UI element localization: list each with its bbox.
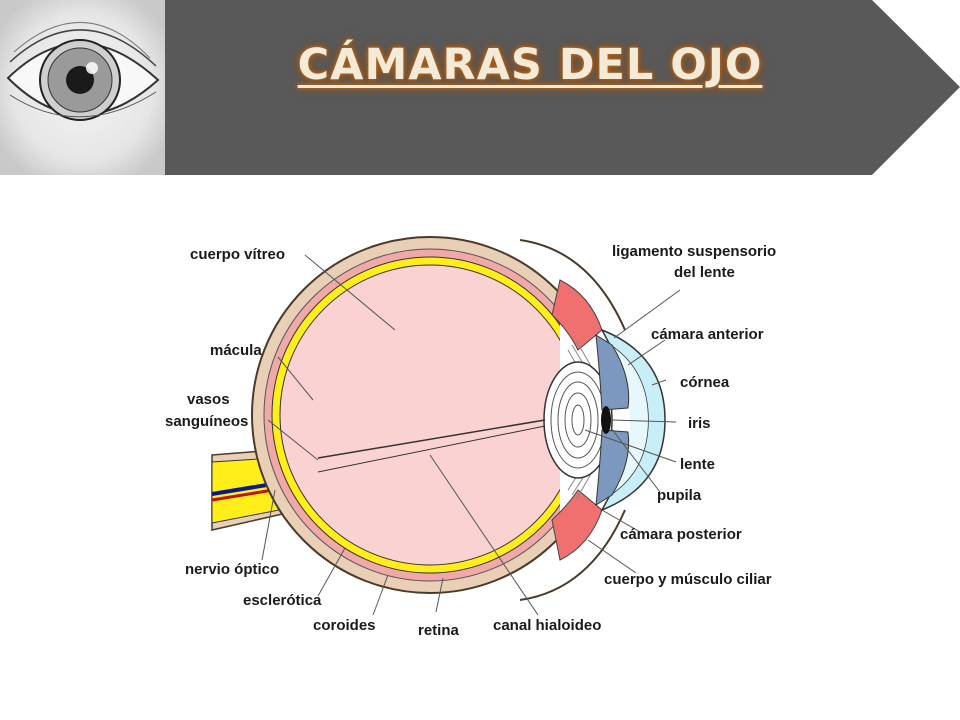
- label-lente: lente: [680, 456, 715, 473]
- label-cuerpo-musculo-ciliar: cuerpo y músculo ciliar: [604, 571, 772, 588]
- hyaloid-canal: [317, 419, 546, 459]
- label-camara-posterior: cámara posterior: [620, 526, 742, 543]
- label-ligamento-suspensorio: ligamento suspensorio: [612, 243, 776, 260]
- label-canal-hialoideo: canal hialoideo: [493, 617, 601, 634]
- diagram-labels: cuerpo vítreo mácula vasos sanguíneos ne…: [165, 243, 776, 639]
- anterior-chamber: [610, 345, 648, 495]
- leader-lines: [261, 254, 681, 616]
- label-sanguineos: sanguíneos: [165, 413, 248, 430]
- iris: [595, 334, 630, 506]
- pupil: [601, 406, 611, 434]
- eye-anatomy-diagram: cuerpo vítreo mácula vasos sanguíneos ne…: [165, 236, 776, 639]
- label-cornea: córnea: [680, 374, 730, 391]
- eyeball: [251, 236, 609, 594]
- label-esclerotica: esclerótica: [243, 592, 322, 609]
- eye-thumbnail-image: [0, 0, 165, 175]
- label-cuerpo-vitreo: cuerpo vítreo: [190, 246, 285, 263]
- label-macula: mácula: [210, 342, 262, 359]
- label-retina: retina: [418, 622, 460, 639]
- header-banner: [0, 0, 960, 175]
- ciliary-body-upper: [551, 279, 603, 351]
- label-vasos: vasos: [187, 391, 230, 408]
- label-coroides: coroides: [313, 617, 376, 634]
- label-nervio-optico: nervio óptico: [185, 561, 279, 578]
- label-pupila: pupila: [657, 487, 702, 504]
- label-del-lente: del lente: [674, 264, 735, 281]
- label-camara-anterior: cámara anterior: [651, 326, 764, 343]
- label-iris: iris: [688, 415, 711, 432]
- page-title: CÁMARAS DEL OJO: [297, 40, 763, 90]
- lens: [543, 361, 613, 479]
